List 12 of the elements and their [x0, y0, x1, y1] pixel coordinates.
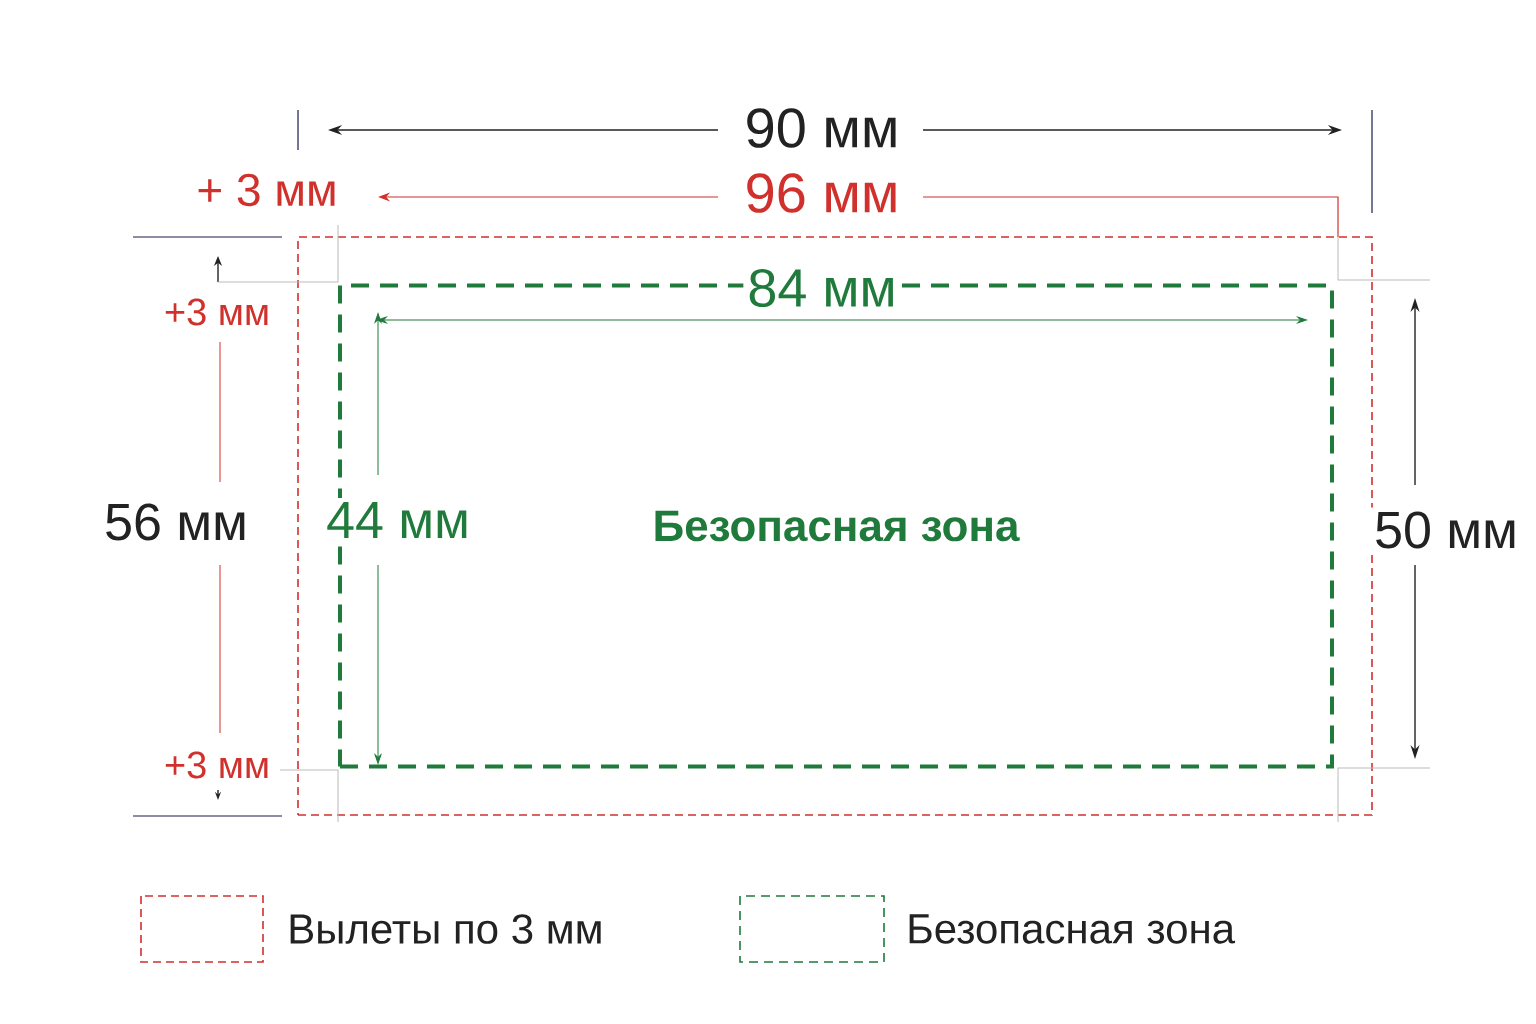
- legend-label: Вылеты по 3 мм: [290, 914, 601, 944]
- dimension-label: 90 мм: [740, 104, 904, 152]
- dimension-label: +3 мм: [165, 751, 268, 779]
- legend-label: Безопасная зона: [909, 914, 1236, 944]
- dimension-label: 44 мм: [322, 498, 474, 542]
- dimension-label: 56 мм: [100, 499, 252, 545]
- dimension-label: 96 мм: [740, 169, 904, 217]
- dimension-label: 84 мм: [743, 264, 901, 312]
- bleed-frame: [297, 236, 1373, 816]
- dimension-label: 50 мм: [1370, 507, 1522, 553]
- dimension-label: +3 мм: [165, 298, 268, 326]
- dimension-label: + 3 мм: [198, 173, 335, 207]
